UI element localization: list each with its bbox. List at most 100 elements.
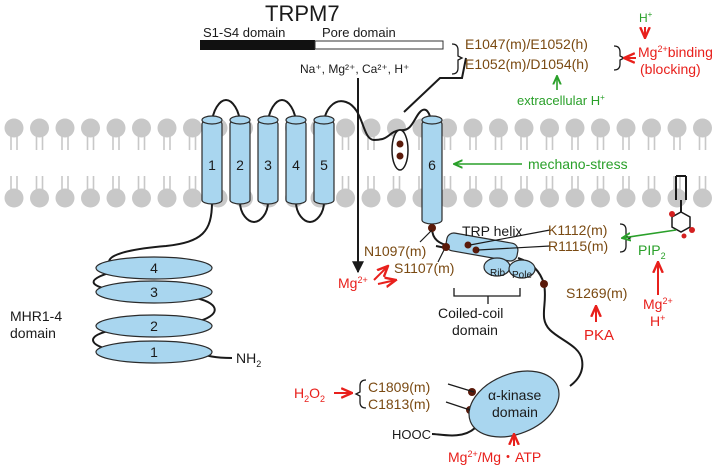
junction-dot-n1097 bbox=[428, 224, 436, 232]
lipid-head bbox=[591, 188, 610, 208]
kinase-label-2: domain bbox=[492, 404, 538, 420]
lipid-head bbox=[565, 188, 585, 208]
figure-title: TRPM7 bbox=[265, 1, 340, 26]
lipid-head bbox=[4, 188, 24, 208]
trp-helix-label: TRP helix bbox=[462, 223, 522, 239]
pore-residue-brace bbox=[451, 43, 464, 75]
lipid-head bbox=[387, 188, 406, 208]
lipid-head bbox=[514, 118, 534, 138]
residue-s1107: S1107(m) bbox=[394, 260, 454, 276]
mhr-domains: 4 3 2 1 bbox=[95, 256, 213, 364]
mg-right-label: Mg2+ bbox=[643, 296, 673, 312]
domain-bar: S1-S4 domain Pore domain bbox=[200, 25, 444, 50]
pore-loop-left bbox=[323, 100, 401, 142]
lipid-head bbox=[81, 118, 100, 138]
pka-label: PKA bbox=[584, 327, 614, 344]
lipid-head bbox=[336, 188, 355, 208]
s1s4-bar bbox=[200, 40, 315, 50]
extracellular-h-label: extracellular H+ bbox=[517, 93, 605, 108]
lipid-head bbox=[642, 118, 661, 138]
lipid-head bbox=[55, 188, 75, 208]
lipid-head bbox=[693, 188, 712, 208]
mhr-1 bbox=[95, 340, 213, 364]
helix-label-2: 2 bbox=[236, 157, 244, 173]
pore-callout bbox=[403, 57, 467, 113]
mg-binding-label: Mg2+binding bbox=[638, 44, 713, 60]
kinase-label-1: α-kinase bbox=[488, 387, 541, 403]
coiled-coil-label-2: domain bbox=[452, 322, 498, 338]
trp-helix-bar bbox=[445, 232, 519, 262]
lipid-head bbox=[489, 118, 508, 138]
blocking-label: (blocking) bbox=[640, 61, 701, 77]
pore-residue-oval bbox=[391, 129, 409, 171]
mhr-label-4: 4 bbox=[150, 260, 158, 276]
lipid-head bbox=[693, 118, 712, 138]
lipid-head bbox=[106, 188, 126, 208]
junction-dot-r1115 bbox=[472, 246, 480, 254]
lipid-head bbox=[514, 188, 534, 208]
lipid-head bbox=[30, 188, 49, 208]
helix-label-6: 6 bbox=[428, 157, 436, 173]
c-terminus-label: HOOC bbox=[392, 427, 431, 442]
pole-domain bbox=[508, 259, 536, 279]
junction-dot-k1112 bbox=[464, 241, 472, 249]
lipid-head bbox=[106, 118, 126, 138]
lipid-head bbox=[616, 188, 636, 208]
h2o2-label: H2O2 bbox=[294, 385, 325, 404]
loop-s1s2 bbox=[211, 98, 241, 126]
phosphate-1 bbox=[669, 211, 675, 217]
phosphate-2 bbox=[689, 227, 695, 233]
pip2-label: PIP2 bbox=[638, 242, 666, 261]
residue-n1097: N1097(m) bbox=[364, 243, 426, 259]
chain-coiled-to-kinase bbox=[517, 257, 584, 387]
residue-s1269: S1269(m) bbox=[566, 285, 627, 301]
leader-n1097 bbox=[419, 229, 433, 243]
lipid-head bbox=[30, 118, 49, 138]
lipid-head bbox=[463, 118, 483, 138]
lipid-head bbox=[642, 188, 661, 208]
ion-list: Na⁺, Mg²⁺, Ca²⁺, H⁺ bbox=[300, 62, 409, 76]
mhr-label-2: 2 bbox=[150, 318, 158, 334]
s1s4-label: S1-S4 domain bbox=[203, 25, 285, 40]
lipid-head bbox=[55, 118, 75, 138]
leader-c1813 bbox=[445, 401, 471, 411]
mhr-domain-label-2: domain bbox=[10, 325, 56, 341]
mhr-3 bbox=[95, 280, 213, 304]
leader-s1107 bbox=[437, 249, 445, 263]
lipid-head bbox=[183, 118, 202, 138]
lipid-head bbox=[157, 118, 177, 138]
residue-dot-e1052 bbox=[396, 152, 404, 160]
c-residue-brace bbox=[354, 379, 367, 409]
mhr-2 bbox=[95, 314, 213, 338]
lipid-head bbox=[540, 118, 559, 138]
transmembrane-helices: 1 2 3 4 5 6 bbox=[201, 115, 443, 225]
mhr-label-3: 3 bbox=[150, 284, 158, 300]
pole-label: Pole bbox=[512, 270, 532, 281]
lipid-head bbox=[489, 188, 508, 208]
lipid-head bbox=[616, 118, 636, 138]
helix-s3: 3 bbox=[257, 115, 279, 205]
coiled-coil-label-1: Coiled-coil bbox=[438, 305, 503, 321]
residue-c1813: C1813(m) bbox=[368, 396, 430, 412]
coiled-coil-bracket bbox=[453, 288, 521, 297]
lipid-head bbox=[667, 118, 687, 138]
helix-s2: 2 bbox=[229, 115, 251, 205]
alpha-kinase-domain bbox=[468, 370, 560, 438]
h-top: H+ bbox=[639, 10, 653, 25]
junction-dot-s1269 bbox=[540, 280, 548, 288]
n-terminus-label: NH2 bbox=[236, 350, 261, 369]
lipid-head bbox=[591, 118, 610, 138]
residue-brace-right bbox=[613, 45, 626, 71]
rib-label: Rib bbox=[490, 268, 505, 279]
junction-dot-s1107 bbox=[442, 243, 450, 251]
mechano-stress-label: mechano-stress bbox=[528, 156, 628, 172]
lipid-head bbox=[565, 118, 585, 138]
residue-e1052: E1052(m)/D1054(h) bbox=[465, 56, 589, 72]
leader-k1112 bbox=[469, 229, 551, 246]
helix-label-4: 4 bbox=[292, 157, 300, 173]
lipid-head bbox=[336, 118, 355, 138]
loop-s2s3 bbox=[239, 201, 269, 224]
helix-label-3: 3 bbox=[264, 157, 272, 173]
mg-intracellular-label: Mg2+ bbox=[338, 275, 368, 291]
